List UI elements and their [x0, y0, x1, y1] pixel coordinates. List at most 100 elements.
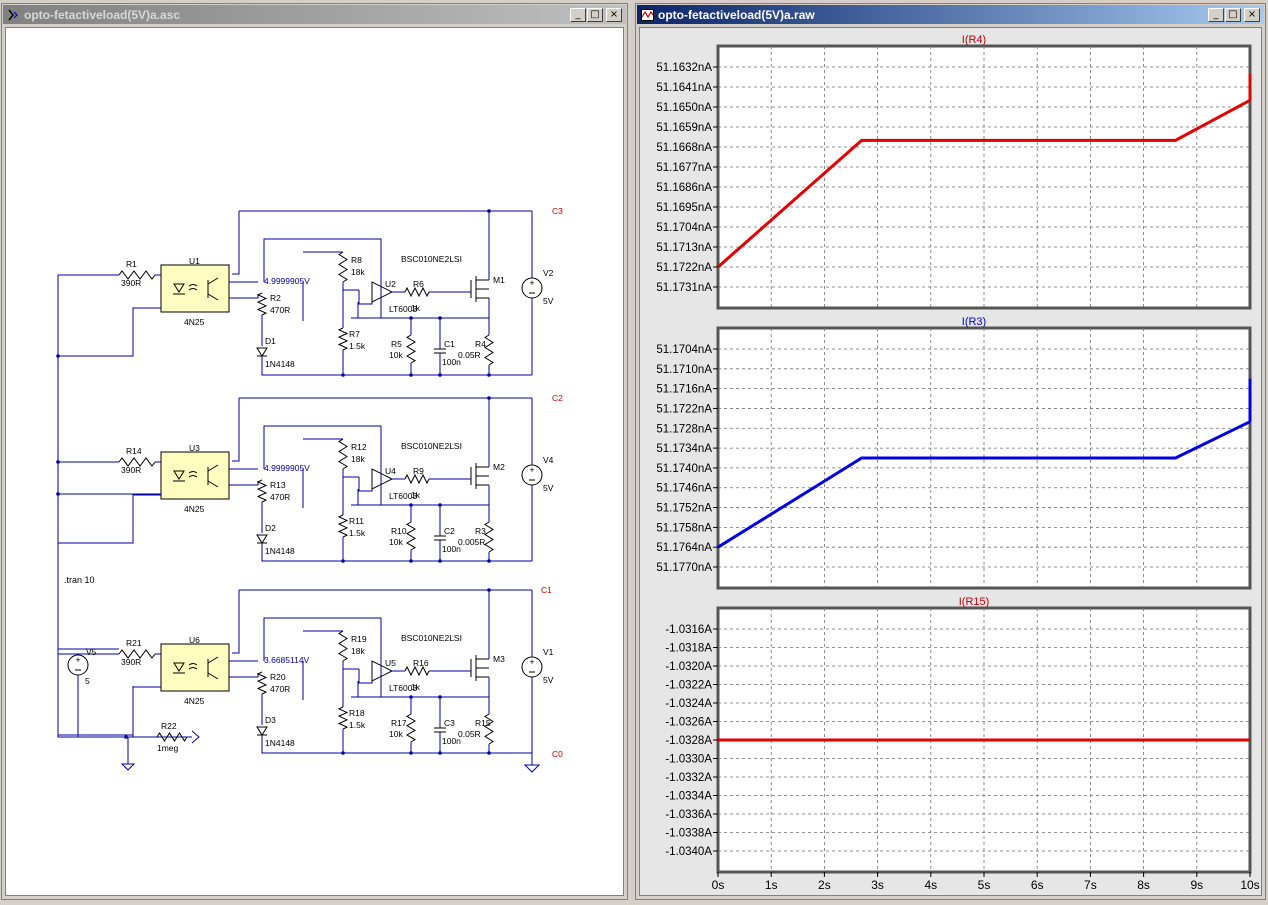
- maximize-button[interactable]: □: [587, 7, 603, 22]
- diode-label: D2: [265, 523, 276, 533]
- close-button[interactable]: ×: [606, 7, 622, 22]
- resistor-label: R10: [391, 526, 407, 536]
- x-tick-label: 0s: [712, 878, 725, 892]
- resistor-symbol: [338, 438, 348, 470]
- y-tick-label: 51.1758nA: [656, 522, 712, 534]
- resistor-value: 10k: [389, 350, 403, 360]
- source-value: 5V: [543, 675, 554, 685]
- source-label: V4: [543, 455, 554, 465]
- resistor-symbol: [484, 521, 494, 553]
- opto-led-icon: [173, 283, 198, 295]
- junction-dot: [487, 559, 491, 563]
- opamp-label: U2: [385, 279, 396, 289]
- y-tick-label: -1.0330A: [665, 754, 712, 766]
- resistor-label: R2: [270, 293, 281, 303]
- y-tick-label: 51.1704nA: [656, 344, 712, 356]
- resistor-label: R11: [349, 516, 364, 526]
- x-tick-label: 5s: [978, 878, 991, 892]
- y-tick-label: 51.1704nA: [656, 222, 712, 234]
- waveform-titlebar[interactable]: opto-fetactiveload(5V)a.raw _ □ ×: [637, 5, 1264, 24]
- y-tick-label: -1.0340A: [665, 846, 712, 858]
- schematic-titlebar[interactable]: opto-fetactiveload(5V)a.asc _ □ ×: [3, 5, 626, 24]
- resistor-value: 18k: [351, 454, 365, 464]
- junction-dot: [438, 316, 442, 320]
- resistor-value: 1.5k: [349, 341, 366, 351]
- y-tick-label: 51.1722nA: [656, 403, 712, 415]
- resistor-symbol: [338, 251, 348, 283]
- schematic-svg: R1390RU14N25R2470RD11N41484.9999905VR818…: [56, 206, 563, 773]
- resistor-value: 18k: [351, 267, 365, 277]
- schematic-app-icon: [6, 8, 20, 22]
- y-tick-label: 51.1677nA: [656, 162, 712, 174]
- wire: [261, 356, 532, 376]
- resistor-value: 0.005R: [458, 537, 485, 547]
- plot-pane-2: I(R15)-1.0316A-1.0318A-1.0320A-1.0322A-1…: [665, 596, 1259, 892]
- opamp-label: U5: [385, 658, 396, 668]
- maximize-button[interactable]: □: [1225, 7, 1241, 22]
- y-tick-label: 51.1752nA: [656, 503, 712, 515]
- y-tick-label: -1.0326A: [665, 717, 712, 729]
- x-tick-label: 4s: [924, 878, 937, 892]
- resistor-value: 18k: [351, 646, 365, 656]
- plot-title: I(R15): [959, 596, 990, 608]
- wire: [229, 673, 259, 678]
- resistor-symbol: [404, 665, 430, 677]
- opto-label: U6: [189, 635, 200, 645]
- junction-dot: [409, 503, 413, 507]
- resistor-value: 390R: [121, 465, 141, 475]
- resistor-value: 1.5k: [349, 528, 366, 538]
- y-tick-label: -1.0318A: [665, 643, 712, 655]
- resistor-symbol: [118, 457, 156, 467]
- wire: [357, 302, 489, 319]
- ground-symbol: [120, 763, 136, 771]
- plot-title: I(R4): [962, 34, 986, 46]
- y-tick-label: 51.1713nA: [656, 242, 712, 254]
- wire: [58, 307, 161, 357]
- opto-label: U1: [189, 256, 200, 266]
- resistor-label: R22: [161, 721, 177, 731]
- schematic-drawing: R1390RU14N25R2470RD11N41484.9999905VR818…: [56, 206, 563, 773]
- minimize-button[interactable]: _: [570, 7, 586, 22]
- resistor-label: R18: [349, 708, 365, 718]
- x-tick-label: 1s: [765, 878, 778, 892]
- ground-symbol: [523, 764, 541, 773]
- waveform-window[interactable]: opto-fetactiveload(5V)a.raw _ □ × I(R4)5…: [635, 3, 1266, 900]
- source-label: V1: [543, 647, 554, 657]
- wire: [232, 211, 240, 275]
- wire: [229, 481, 259, 486]
- resistor-symbol: [404, 286, 430, 298]
- resistor-value: 10k: [389, 729, 403, 739]
- diode-symbol: [256, 726, 268, 736]
- x-tick-label: 2s: [818, 878, 831, 892]
- waveform-app-icon: [640, 8, 654, 22]
- y-tick-label: -1.0328A: [665, 735, 712, 747]
- source-label: V2: [543, 268, 554, 278]
- junction-dot: [487, 373, 491, 377]
- wire: [58, 494, 161, 544]
- plot-pane-0: I(R4)51.1632nA51.1641nA51.1650nA51.1659n…: [656, 34, 1252, 310]
- resistor-label: R4: [475, 339, 486, 349]
- y-tick-label: 51.1650nA: [656, 102, 712, 114]
- resistor-symbol: [484, 334, 494, 366]
- resistor-label: R17: [391, 718, 407, 728]
- y-tick-label: 51.1716nA: [656, 384, 712, 396]
- close-button[interactable]: ×: [1244, 7, 1260, 22]
- junction-dot: [409, 316, 413, 320]
- x-tick-label: 7s: [1084, 878, 1097, 892]
- plot-pane-1: I(R3)51.1704nA51.1710nA51.1716nA51.1722n…: [656, 316, 1252, 590]
- resistor-symbol: [337, 706, 349, 730]
- wire: [232, 590, 240, 654]
- capacitor-label: C3: [444, 718, 455, 728]
- minimize-button[interactable]: _: [1208, 7, 1224, 22]
- y-tick-label: 51.1659nA: [656, 122, 712, 134]
- fet-part: BSC010NE2LSI: [401, 441, 462, 451]
- y-tick-label: 51.1731nA: [656, 282, 712, 294]
- y-tick-label: -1.0320A: [665, 661, 712, 673]
- source-value: 5V: [543, 483, 554, 493]
- junction-dot: [438, 751, 442, 755]
- resistor-label: R7: [349, 329, 360, 339]
- y-tick-label: 51.1686nA: [656, 182, 712, 194]
